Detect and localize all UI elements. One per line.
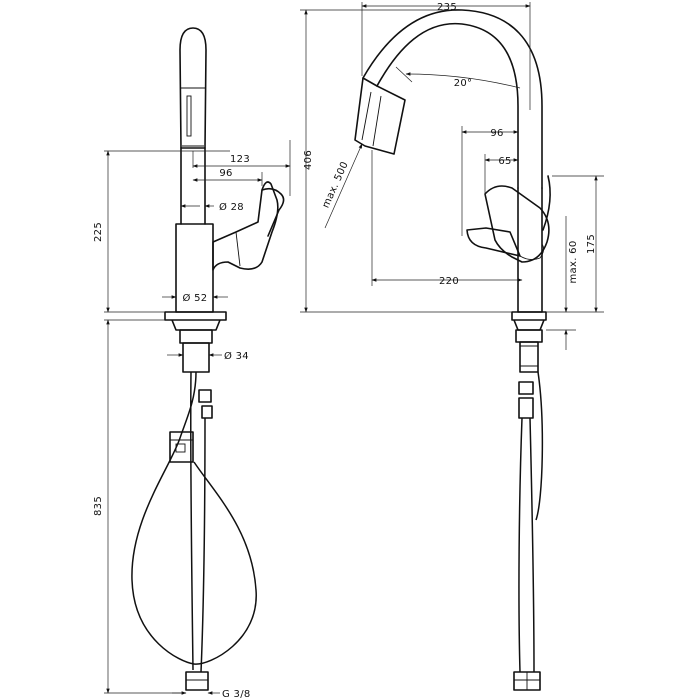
supply-hose-front-right	[529, 417, 535, 673]
dim-123: 123	[230, 154, 250, 165]
lever-shadow-front	[466, 227, 521, 257]
dim-406: 406	[303, 150, 314, 170]
supply-hose-right	[200, 417, 206, 673]
bottom-connector-side	[185, 671, 209, 691]
hose-weight	[169, 431, 194, 463]
front-view	[354, 9, 551, 691]
base-plate-side	[164, 311, 227, 331]
dim-max-60: max. 60	[568, 241, 579, 284]
dim-835: 835	[93, 496, 104, 516]
side-view-dimensions	[104, 140, 291, 695]
dim-225: 225	[93, 222, 104, 242]
dim-220: 220	[439, 276, 459, 287]
dim-max-500: max. 500	[321, 160, 351, 210]
dim-96-side: 96	[219, 168, 232, 179]
dim-diameter-34: Ø 34	[224, 350, 249, 362]
dim-65: 65	[498, 156, 511, 167]
side-view	[131, 27, 285, 691]
front-view-dimensions	[300, 2, 604, 350]
pull-out-hose-loop	[131, 371, 257, 665]
lever-blade-side	[261, 187, 285, 237]
bottom-connector-front	[513, 671, 541, 691]
dim-96-front: 96	[490, 128, 503, 139]
spout-neck-side	[180, 147, 206, 225]
mounting-shank-front	[519, 341, 539, 373]
gooseneck-spout	[362, 9, 543, 189]
dim-angle-20: 20°	[454, 78, 473, 89]
lever-handle-side	[212, 181, 279, 271]
dim-175: 175	[586, 234, 597, 254]
dim-235: 235	[437, 2, 457, 13]
supply-hose-front-left	[518, 417, 523, 673]
dim-thread-g38: G 3/8	[222, 689, 251, 700]
dim-diameter-52: Ø 52	[183, 292, 208, 304]
base-plate-front	[511, 311, 547, 331]
mounting-shank-side	[182, 342, 210, 373]
spray-head-front	[354, 77, 406, 155]
spray-head-side	[179, 27, 207, 149]
supply-hose-left	[189, 371, 194, 671]
dim-diameter-28: Ø 28	[219, 201, 244, 213]
